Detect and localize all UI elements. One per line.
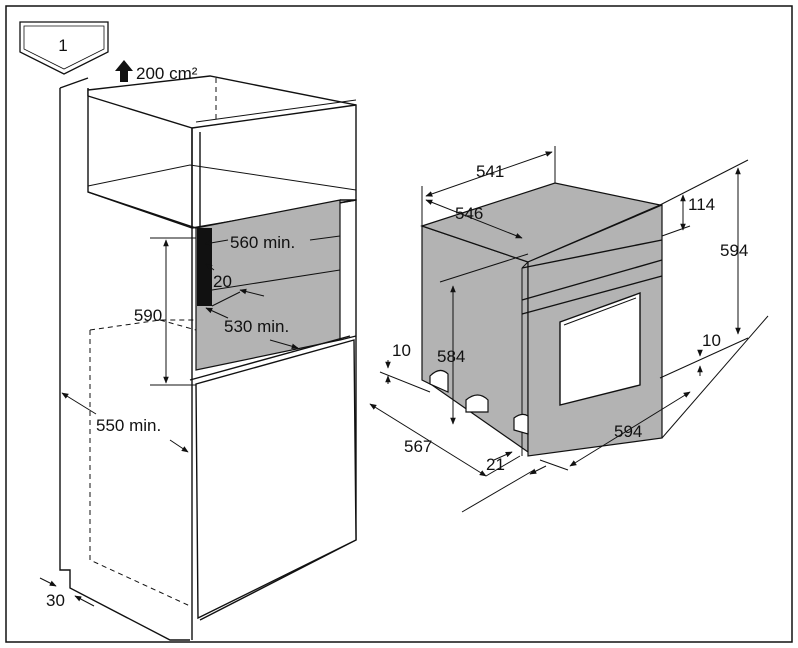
cabinet-dimensions <box>39 235 341 607</box>
cabinet-drawing <box>59 75 357 641</box>
label-opening-height: 590 <box>134 306 162 325</box>
anti-tip-strip <box>197 228 212 306</box>
label-opening-depth: 530 min. <box>224 317 289 336</box>
label-oven-foot-height: 10 <box>392 341 411 360</box>
label-plinth: 30 <box>46 591 65 610</box>
oven-dimensions <box>369 146 769 513</box>
label-opening-width: 560 min. <box>230 233 295 252</box>
figure-border <box>5 5 793 643</box>
ventilation-label: 200 cm² <box>136 64 198 83</box>
label-oven-side-height: 584 <box>437 347 465 366</box>
label-oven-top-offset: 114 <box>688 195 715 214</box>
label-oven-width: 594 <box>614 422 642 441</box>
label-oven-front-thickness: 21 <box>486 455 505 474</box>
label-oven-depth-top: 541 <box>476 162 504 181</box>
oven-drawing <box>420 182 663 457</box>
label-oven-depth-body: 546 <box>455 204 483 223</box>
step-number: 1 <box>58 36 67 55</box>
label-oven-height: 594 <box>720 241 748 260</box>
label-gap: 20 <box>213 272 232 291</box>
label-cabinet-depth: 550 min. <box>96 416 161 435</box>
label-oven-bottom-offset: 10 <box>702 331 721 350</box>
step-badge: 1 <box>19 21 109 75</box>
ventilation-arrow-icon <box>115 60 133 82</box>
label-oven-total-depth: 567 <box>404 437 432 456</box>
